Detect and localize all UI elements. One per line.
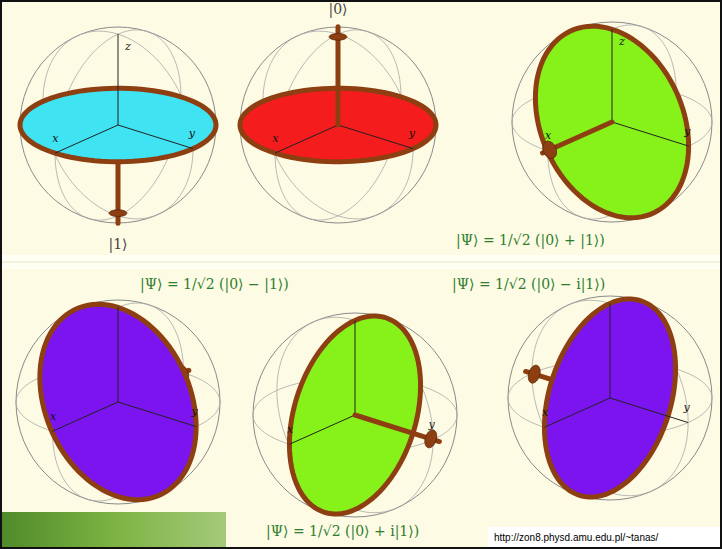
axis-line: [289, 415, 355, 444]
vector-knob: [425, 430, 437, 448]
axis-line: [338, 125, 413, 149]
state-formula: |Ψ⟩ = 1/√2 (|0⟩ − |1⟩): [140, 276, 289, 293]
sphere-group: [16, 22, 712, 517]
axis-line: [544, 398, 610, 427]
vector-knob: [329, 34, 347, 41]
axis-line: [275, 125, 338, 153]
state-label: |0⟩: [328, 1, 347, 18]
axis-line: [118, 307, 119, 402]
axis-label: y: [189, 127, 195, 140]
source-url: http://zon8.physd.amu.edu.pl/~tanas/: [494, 532, 658, 544]
great-circle: [535, 26, 688, 218]
sphere-outline: [20, 27, 216, 223]
state-formula: |Ψ⟩ = 1/√2 (|0⟩ + |1⟩): [456, 232, 605, 249]
axis-label: x: [287, 423, 293, 436]
url-box: [488, 527, 722, 549]
axis-line: [610, 398, 688, 423]
green-bar: [0, 512, 226, 549]
axis-label: x: [542, 406, 548, 419]
sphere-outline: [253, 313, 457, 517]
axis-label: y: [684, 401, 690, 414]
great-circle: [40, 304, 196, 499]
state-disc: [535, 26, 688, 218]
axis-label: y: [192, 405, 198, 418]
vector-knob: [543, 141, 557, 158]
axis-line: [612, 122, 689, 146]
state-formula: |Ψ⟩ = 1/√2 (|0⟩ − i|1⟩): [452, 276, 605, 293]
bloch-sphere: [508, 296, 712, 500]
axis-line: [118, 402, 196, 427]
axis-line: [118, 125, 193, 149]
sphere-outline: [512, 22, 712, 222]
bloch-sphere: [20, 27, 216, 223]
bloch-sphere: [240, 27, 436, 223]
axis-label: y: [409, 127, 415, 140]
bloch-sphere: [16, 300, 220, 504]
vector-knob: [528, 365, 540, 383]
axis-label: y: [429, 418, 435, 431]
axis-label: x: [50, 410, 56, 423]
axis-line: [610, 303, 611, 398]
axis-label: z: [125, 40, 131, 53]
axis-line: [52, 402, 118, 431]
divider-line: [0, 262, 722, 263]
bloch-sphere: [512, 22, 712, 222]
divider-band: [0, 255, 722, 269]
state-formula: |Ψ⟩ = 1/√2 (|0⟩ + i|1⟩): [266, 523, 419, 540]
axis-label: x: [52, 132, 58, 145]
axis-label: x: [545, 129, 551, 142]
vector-knob: [109, 210, 127, 217]
axis-label: z: [619, 35, 625, 48]
sphere-outline: [508, 296, 712, 500]
axis-line: [355, 320, 356, 415]
state-label: |1⟩: [108, 236, 127, 253]
axis-label: y: [684, 125, 690, 138]
state-disc: [544, 299, 675, 497]
axis-label: x: [272, 132, 278, 145]
axis-line: [118, 34, 119, 125]
state-vector: [336, 27, 341, 125]
sphere-outline: [16, 300, 220, 504]
axis-line: [612, 29, 613, 122]
bloch-sphere: [253, 313, 457, 517]
sphere-outline: [240, 27, 436, 223]
great-circle: [544, 299, 675, 497]
axis-line: [55, 125, 118, 153]
state-disc: [40, 304, 196, 499]
